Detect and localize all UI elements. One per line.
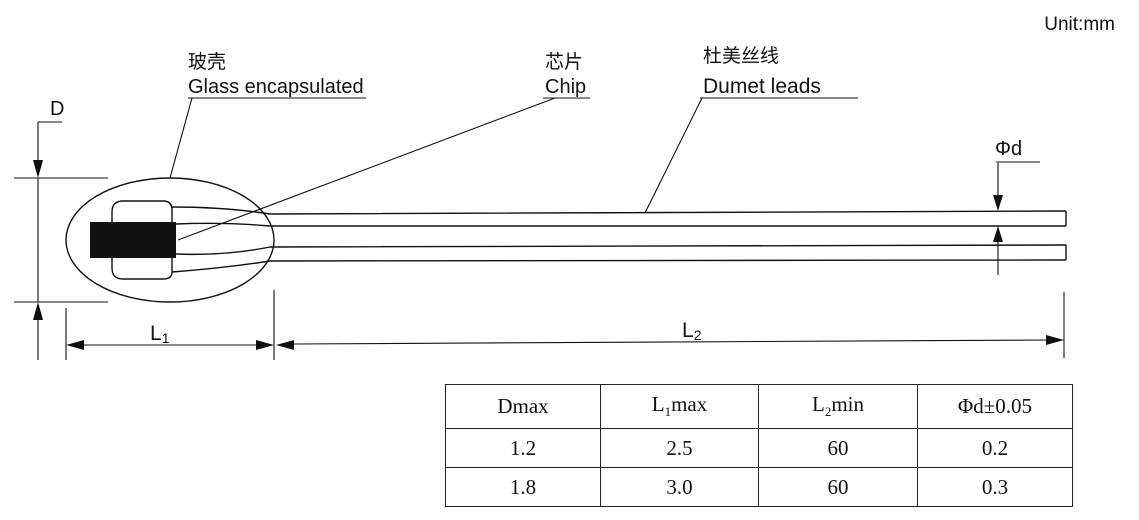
phid-arrow-top (993, 195, 1003, 211)
lower-lead-bottom-edge (171, 259, 1067, 273)
l2-dim-line (293, 339, 1047, 345)
glass-label-zh: 玻壳 (188, 51, 226, 73)
table-row: 1.2 2.5 60 0.2 (445, 428, 1073, 468)
header-dmax: Dmax (445, 384, 601, 429)
l1-arrow-right (256, 340, 274, 350)
table-cell: 2.5 (600, 428, 759, 468)
upper-lead-bottom-edge (175, 222, 1066, 227)
l2-arrow-right (1046, 335, 1064, 345)
phid-label: Φd (995, 138, 1022, 160)
table-cell: 0.2 (917, 428, 1073, 468)
chip-label-zh: 芯片 (545, 51, 583, 73)
unit-label: Unit:mm (1044, 14, 1115, 35)
phid-arrow-bottom (993, 226, 1003, 242)
table-header-row: Dmax L1max L2min Φd±0.05 (445, 384, 1073, 429)
glass-leader-line (169, 97, 193, 179)
l1-arrow-left (66, 340, 84, 350)
leads-label-en: Dumet leads (703, 75, 821, 98)
table-cell: 3.0 (600, 467, 759, 507)
l1-label: L1 (150, 322, 170, 346)
table-cell: 60 (758, 467, 918, 507)
chip (90, 222, 176, 258)
glass-label-en: Glass encapsulated (188, 76, 364, 98)
table-cell: 0.3 (917, 467, 1073, 507)
leads-leader-line (644, 97, 703, 214)
lower-lead-top-edge (175, 244, 1067, 256)
leads-label-zh: 杜美丝线 (703, 45, 779, 67)
upper-lead-top-edge (171, 206, 1067, 215)
chip-leader-line (177, 97, 556, 241)
header-phid: Φd±0.05 (917, 384, 1073, 429)
d-arrow-top (33, 160, 43, 178)
d-label: D (50, 98, 64, 120)
table-row: 1.8 3.0 60 0.3 (445, 467, 1073, 507)
table-cell: 60 (758, 428, 918, 468)
header-l2min: L2min (758, 384, 918, 429)
l2-arrow-left (276, 340, 294, 350)
l2-label: L2 (682, 319, 702, 343)
chip-label-en: Chip (545, 76, 586, 98)
d-arrow-bottom (33, 302, 43, 320)
table-cell: 1.2 (445, 428, 601, 468)
table-cell: 1.8 (445, 467, 601, 507)
header-l1max: L1max (600, 384, 759, 429)
spec-table: Dmax L1max L2min Φd±0.05 1.2 2.5 60 0.2 … (445, 384, 1073, 507)
